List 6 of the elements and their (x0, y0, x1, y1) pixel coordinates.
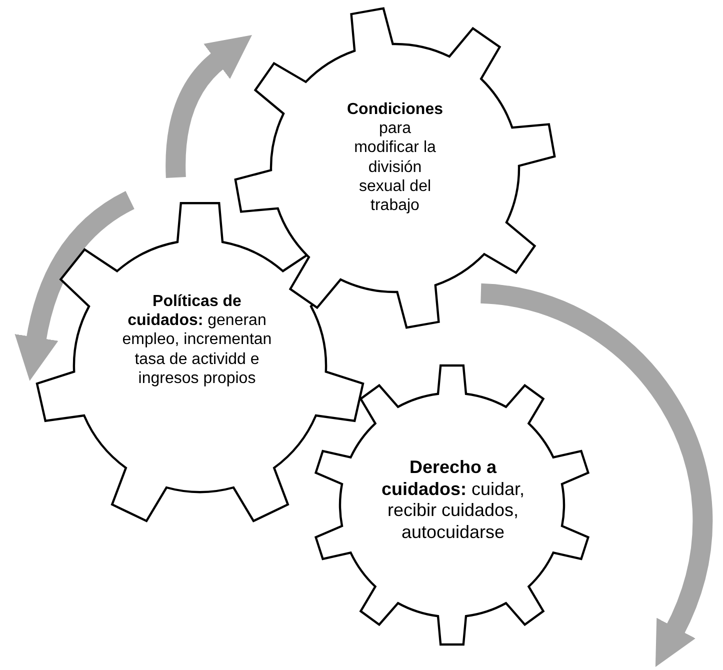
curved-arrow (166, 34, 251, 178)
gear-text: Derecho a cuidados: cuidar, recibir cuidados, autocuidarse (380, 457, 526, 544)
gear-text: Políticas de cuidados: generan empleo, incrementan tasa de actividd e ingresos propios (121, 292, 273, 388)
gear-text: Condiciones para modificar la división sexual del trabajo (346, 100, 444, 216)
curved-arrow (14, 191, 135, 381)
curved-arrow (480, 283, 712, 668)
